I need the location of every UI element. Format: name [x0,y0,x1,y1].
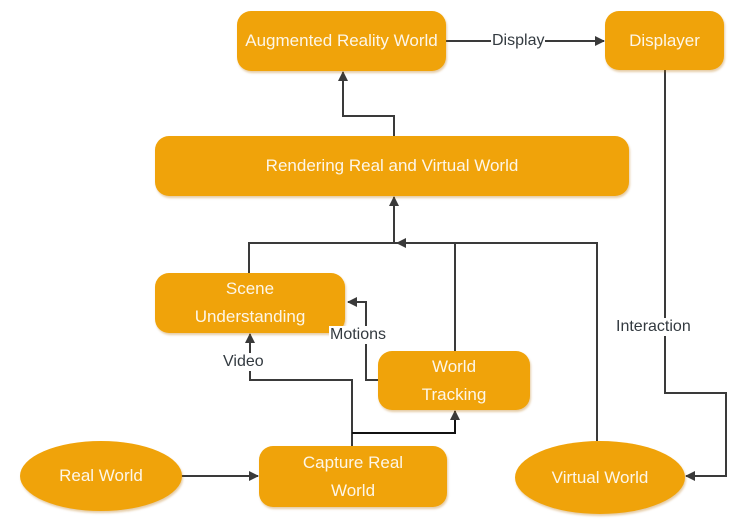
edge-label-interaction: Interaction [615,318,692,336]
node-tracking-label: World Tracking [421,356,487,404]
edge-video [245,333,353,446]
edge-rendering-to-ar [338,71,395,136]
node-scene-understanding[interactable]: Scene Understanding [155,273,345,333]
node-world-tracking[interactable]: World Tracking [378,351,530,410]
edge-label-motions: Motions [329,326,388,344]
edge-capture-to-tracking [352,410,460,434]
edge-label-video: Video [222,353,265,371]
node-real-world[interactable]: Real World [20,441,182,511]
node-rendering[interactable]: Rendering Real and Virtual World [155,136,629,196]
node-scene-label: Scene Understanding [194,279,306,326]
node-real-world-label: Real World [59,466,143,485]
node-capture-real-world[interactable]: Capture Real World [259,446,447,507]
edge-interaction [664,70,727,481]
node-rendering-label: Rendering Real and Virtual World [265,156,519,175]
node-displayer[interactable]: Displayer [605,11,724,70]
edge-bus [248,242,598,441]
edge-label-display: Display [491,32,546,50]
node-virtual-world-label: Virtual World [551,467,649,487]
node-ar-world[interactable]: Augmented Reality World [237,11,446,71]
node-ar-world-label: Augmented Reality World [245,31,438,50]
node-capture-label: Capture Real World [302,452,404,500]
node-displayer-label: Displayer [629,30,700,50]
node-virtual-world[interactable]: Virtual World [515,441,685,514]
